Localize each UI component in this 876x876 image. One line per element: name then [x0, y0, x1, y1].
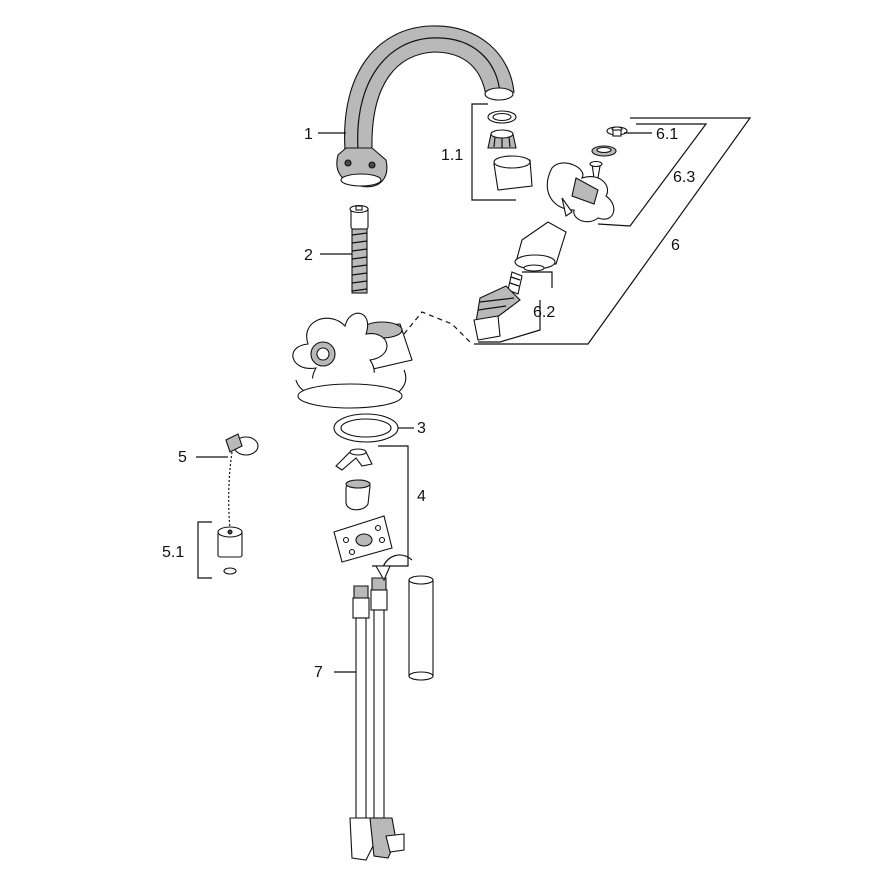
- mounting-kit: [333, 448, 393, 563]
- handle-screw: [589, 126, 628, 179]
- label-handle: 6.3: [673, 169, 695, 186]
- label-handle-screw: 6.1: [656, 126, 678, 143]
- spout: [336, 25, 515, 188]
- o-ring: [333, 413, 399, 443]
- bracket-cartridge: [478, 300, 541, 343]
- handle: [546, 162, 615, 223]
- label-mounting-kit: 4: [417, 488, 426, 505]
- label-spout: 1: [304, 126, 313, 143]
- bracket-handle: [597, 123, 708, 227]
- label-plug-chain: 5: [178, 449, 187, 466]
- plug: [217, 526, 243, 575]
- bracket-valve-set: [474, 117, 752, 345]
- bracket-aerator: [471, 103, 516, 201]
- fixing-bolt: [349, 204, 369, 294]
- tap-body: [292, 312, 413, 409]
- label-bolt: 2: [304, 247, 313, 264]
- bracket-plug: [197, 521, 212, 579]
- dashed-assembly-line: [403, 311, 471, 343]
- label-hoses: 7: [314, 664, 323, 681]
- spare-tube: [408, 575, 434, 681]
- label-valve-set: 6: [671, 237, 680, 254]
- plug-chain: [225, 433, 259, 531]
- label-plug: 5.1: [162, 544, 184, 561]
- label-aerator: 1.1: [441, 147, 463, 164]
- label-o-ring: 3: [417, 420, 426, 437]
- supply-hoses: [349, 577, 405, 861]
- label-cartridge: 6.2: [533, 304, 555, 321]
- arrow-head-icon: [375, 565, 391, 582]
- aerator-group: [487, 110, 533, 191]
- bracket-cartridge-top: [522, 271, 553, 288]
- valve-cartridge: [473, 221, 567, 341]
